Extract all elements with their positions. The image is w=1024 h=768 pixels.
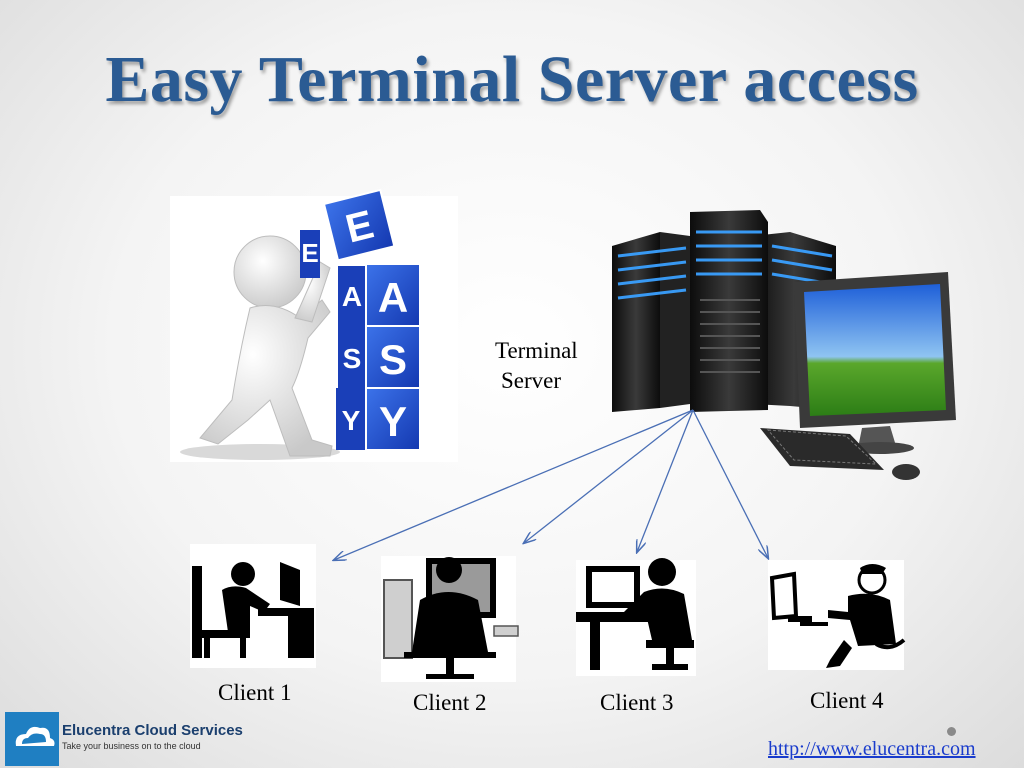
monitor-icon (794, 272, 956, 454)
connection-arrows (334, 409, 768, 560)
client-2-label: Client 2 (413, 690, 487, 715)
brand-name: Elucentra Cloud Services (62, 722, 243, 739)
brand-tagline: Take your business on to the cloud (62, 741, 201, 751)
cube-letter: A (378, 274, 408, 321)
client-3-label: Client 3 (600, 690, 674, 715)
client-4-label: Client 4 (810, 688, 884, 713)
cube-letter: E (301, 238, 318, 268)
server-label-line2: Server (501, 368, 562, 393)
keyboard-icon (760, 428, 884, 470)
mouse-icon (892, 464, 920, 480)
arrow-to-client-1 (334, 409, 694, 560)
arrow-to-client-2 (524, 409, 694, 543)
client-3-icon (576, 558, 696, 676)
client-4-icon (768, 560, 906, 670)
server-cluster-icon (612, 210, 956, 480)
cube-letter: Y (342, 405, 361, 436)
slide-title: Easy Terminal Server access (105, 43, 919, 116)
terminal-server-label: Terminal Server (495, 336, 578, 396)
decorative-dot (947, 727, 956, 736)
website-link[interactable]: http://www.elucentra.com (768, 738, 976, 760)
client-1-icon (190, 544, 316, 668)
easy-cubes: E E A A S S Y Y (300, 188, 421, 451)
cloud-logo-icon (5, 712, 59, 766)
cube-letter: S (379, 336, 407, 383)
client-1-label: Client 1 (218, 680, 292, 705)
cube-letter: A (342, 281, 362, 312)
easy-illustration: E E A A S S Y Y (170, 188, 458, 462)
cube-letter: S (343, 343, 362, 374)
server-label-line1: Terminal (495, 338, 578, 363)
arrow-to-client-4 (692, 409, 768, 558)
pushing-man-icon (199, 235, 333, 457)
cube-letter: Y (379, 398, 407, 445)
client-2-icon (381, 556, 519, 682)
arrow-to-client-3 (637, 409, 694, 552)
